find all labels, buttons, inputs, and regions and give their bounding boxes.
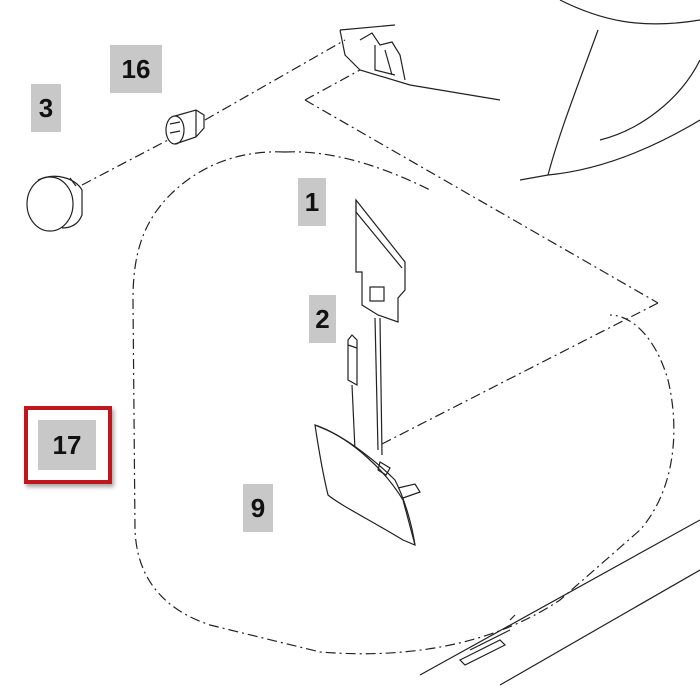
part-3-cap-shape (26, 175, 83, 232)
red-highlight-box (24, 406, 112, 484)
cover-outline (132, 151, 675, 655)
part-2-pin-shape (347, 334, 358, 451)
part-9-plate-shape (314, 424, 421, 546)
callout-16: 16 (110, 45, 162, 93)
cover-top-edge (284, 151, 431, 191)
callout-17: 17 (38, 420, 96, 470)
leader-line-3 (81, 139, 169, 186)
machine-body-outline (339, 0, 700, 181)
part-16-screw-shape (165, 109, 205, 145)
dashdot-plane (304, 69, 659, 446)
callout-9: 9 (243, 484, 273, 532)
leader-line-16 (204, 39, 346, 121)
part-1-bracket-shape (355, 198, 406, 456)
callout-1: 1 (298, 178, 326, 226)
callout-2: 2 (309, 295, 336, 343)
base-outline (419, 519, 700, 686)
callout-3: 3 (31, 84, 61, 132)
